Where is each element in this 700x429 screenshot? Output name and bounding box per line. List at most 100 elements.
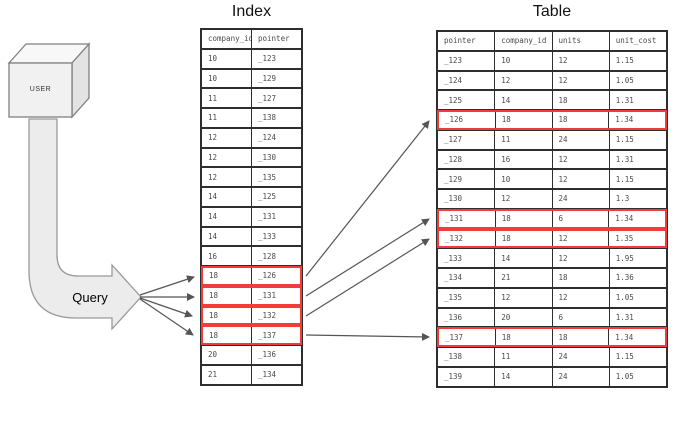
user-cube-label: USER [29, 86, 52, 93]
table-cell: 18 [203, 287, 252, 304]
table-cell: 14 [495, 367, 553, 386]
table-row: 12_135 [201, 167, 302, 187]
table-row: 14_131 [201, 206, 302, 227]
table-cell: _123 [438, 51, 496, 70]
table-cell: 1.05 [615, 372, 634, 382]
table-title: Table [532, 3, 572, 20]
table-cell: 12 [495, 288, 553, 307]
table-cell: _124 [258, 133, 277, 143]
table-cell: _127 [258, 93, 277, 103]
link-arrow-126 [305, 120, 430, 277]
table-cell: 6 [553, 210, 610, 227]
table-row: 11 _138 [201, 108, 302, 128]
table-cell: 14 [495, 249, 553, 267]
table-cell: _129 [438, 170, 496, 188]
table-cell: 14 [495, 91, 553, 109]
table-row: 14_125 [201, 187, 302, 207]
table-cell: 1.95 [615, 253, 634, 263]
table-cell: _139 [438, 367, 496, 386]
table-cell: unit_cost [615, 36, 657, 46]
table-cell: company_id [495, 32, 553, 50]
table-row: 12 _124 [201, 127, 302, 148]
table-cell: _126 [439, 112, 496, 128]
table-cell: 16 [202, 247, 252, 265]
table-cell: _133 [258, 231, 277, 241]
table-cell: 1.31 [615, 95, 634, 105]
table-cell: 10 [202, 49, 252, 68]
table-cell: 1.34 [615, 115, 634, 125]
table-cell: _132 [258, 310, 277, 320]
table-row: 11 _127 [201, 88, 302, 108]
table-cell: _129 [258, 73, 277, 83]
table-cell: 1.3 [615, 194, 630, 204]
table-cell: 11 [495, 130, 553, 149]
table-cell: _136 [258, 350, 277, 360]
table-cell: 12 [553, 71, 610, 90]
table-row: 21_134 [201, 364, 302, 385]
table-cell: 11 [202, 89, 252, 107]
user-cube-top-face [7, 43, 91, 64]
table-cell: 10 [495, 170, 553, 188]
table-cell: 18 [203, 268, 252, 284]
table-cell: 24 [553, 190, 610, 208]
table-cell: 1.34 [615, 332, 634, 342]
table-cell: _137 [258, 330, 277, 340]
table-cell: _127 [438, 130, 496, 149]
table-cell: 1.36 [615, 273, 634, 283]
link-arrow-137 [305, 332, 430, 341]
table-cell: _125 [258, 192, 277, 202]
table-cell: _123 [258, 54, 277, 64]
table-row: 18_126 [201, 266, 302, 286]
table-cell: _135 [438, 288, 496, 307]
table-cell: 1.31 [615, 312, 634, 322]
table-cell: 24 [553, 130, 610, 149]
table-cell: 1.34 [615, 214, 634, 224]
table-cell: _125 [438, 91, 496, 109]
index-title: Index [231, 3, 272, 20]
table-cell: 12 [202, 128, 252, 147]
table-cell: _135 [258, 172, 277, 182]
table-cell: 21 [202, 365, 252, 384]
table-cell: 1.15 [615, 352, 634, 362]
table-row: 14 _133 [201, 226, 302, 247]
link-arrow-131 [305, 218, 430, 297]
table-cell: _131 [439, 210, 496, 227]
query-arrow-to-137 [139, 298, 194, 336]
table-cell: 18 [496, 230, 553, 247]
table-cell: units [553, 32, 610, 50]
table-cell: _130 [258, 152, 277, 162]
table-cell: _128 [258, 251, 277, 261]
table-cell: 1.05 [615, 75, 634, 85]
table-cell: 11 [202, 109, 252, 127]
user-cube-right-face [71, 42, 90, 119]
table-cell: _131 [258, 212, 277, 222]
table-cell: 18 [496, 112, 553, 128]
table-cell: 10 [495, 51, 553, 70]
table-cell: 18 [496, 210, 553, 227]
table-row: 18 _132 [201, 305, 302, 326]
table-cell: 18 [203, 307, 252, 324]
table-cell: _138 [438, 348, 496, 366]
table-cell: _137 [439, 329, 496, 345]
index-link-arrows [305, 120, 430, 341]
table-cell: pointer [258, 34, 290, 44]
table-cell: 24 [553, 348, 610, 366]
table-cell: 14 [202, 227, 252, 246]
table-cell: _133 [438, 249, 496, 267]
table-cell: 16 [495, 150, 553, 169]
query-arrow-to-132 [139, 297, 193, 318]
table-cell: 6 [553, 308, 610, 327]
table-cell: _138 [258, 113, 277, 123]
